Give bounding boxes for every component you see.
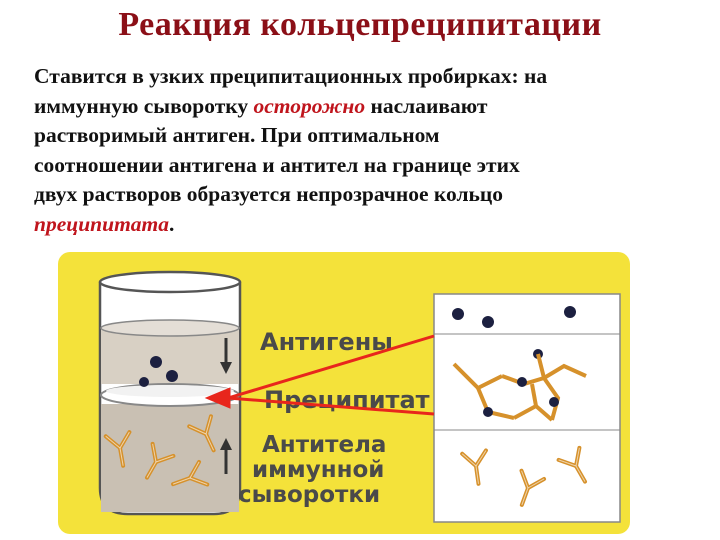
paragraph-line-2: иммунную сыворотку осторожно наслаивают xyxy=(34,92,710,122)
label-precipitate: Преципитат xyxy=(264,386,430,414)
description-paragraph: Ставится в узких преципитационных пробир… xyxy=(34,62,710,239)
antigen-dot xyxy=(452,308,464,320)
ring-precipitation-figure: Антигены Преципитат Антитела иммунной сы… xyxy=(58,252,630,534)
paragraph-line-6: преципитата. xyxy=(34,210,710,240)
paragraph-text: наслаивают xyxy=(365,94,487,118)
paragraph-line-1: Ставится в узких преципитационных пробир… xyxy=(34,62,710,92)
antigen-dot xyxy=(139,377,149,387)
paragraph-line-4: соотношении антигена и антител на границ… xyxy=(34,151,710,181)
emphasis-carefully: осторожно xyxy=(254,94,366,118)
antigen-dot xyxy=(482,316,494,328)
magnified-panel xyxy=(434,294,620,522)
paragraph-line-5: двух растворов образуется непрозрачное к… xyxy=(34,180,710,210)
paragraph-text: иммунную сыворотку xyxy=(34,94,254,118)
paragraph-text: . xyxy=(169,212,174,236)
emphasis-precipitate: преципитата xyxy=(34,212,169,236)
label-antibodies-2: иммунной xyxy=(252,457,384,483)
slide-title: Реакция кольцепреципитации xyxy=(0,6,720,44)
label-antigens: Антигены xyxy=(260,328,393,356)
antigen-dot xyxy=(564,306,576,318)
antigen-dot xyxy=(150,356,162,368)
label-antibodies-1: Антитела xyxy=(262,432,386,458)
label-antibodies-3: сыворотки xyxy=(238,482,380,508)
figure-illustration: Антигены Преципитат Антитела иммунной сы… xyxy=(58,252,630,534)
paragraph-line-3: растворимый антиген. При оптимальном xyxy=(34,121,710,151)
antigen-dot xyxy=(166,370,178,382)
